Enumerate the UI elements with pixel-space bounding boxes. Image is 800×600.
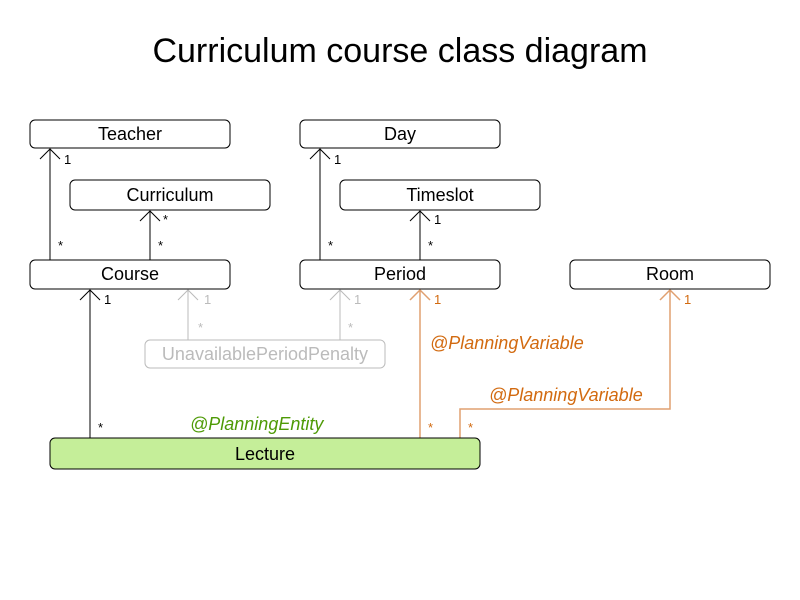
multiplicity: * [428,420,433,435]
class-room: Room [569,259,771,290]
multiplicity: 1 [334,152,341,167]
association-penalty-course: * 1 [177,289,211,340]
class-timeslot: Timeslot [339,179,541,211]
multiplicity: * [158,238,163,253]
class-name: Period [374,264,426,284]
class-period: Period [299,259,501,290]
multiplicity: 1 [204,292,211,307]
planning-variable-annotation: @PlanningVariable [489,385,643,405]
class-day: Day [299,119,501,149]
class-name: Room [646,264,694,284]
multiplicity: * [328,238,333,253]
planning-variable-period: * 1 @PlanningVariable [409,288,584,438]
class-name: UnavailablePeriodPenalty [162,344,368,364]
multiplicity: * [468,420,473,435]
planning-variable-annotation: @PlanningVariable [430,333,584,353]
class-name: Course [101,264,159,284]
multiplicity: 1 [104,292,111,307]
class-name: Curriculum [126,185,213,205]
class-name: Teacher [98,124,162,144]
multiplicity: * [198,320,203,335]
multiplicity: * [98,420,103,435]
multiplicity: 1 [434,292,441,307]
multiplicity: * [348,320,353,335]
multiplicity: 1 [434,212,441,227]
multiplicity: * [163,212,168,227]
association-course-teacher: * 1 [39,148,71,260]
multiplicity: 1 [684,292,691,307]
class-teacher: Teacher [29,119,231,149]
multiplicity: 1 [64,152,71,167]
planning-variable-room: * 1 @PlanningVariable [459,288,691,438]
multiplicity: * [58,238,63,253]
planning-entity-annotation: @PlanningEntity [190,414,324,434]
multiplicity: * [428,238,433,253]
class-course: Course [29,259,231,290]
class-unavailable-period-penalty: UnavailablePeriodPenalty [144,339,386,369]
class-name: Lecture [235,444,295,464]
association-penalty-period: * 1 [329,289,361,340]
association-period-timeslot: * 1 [409,210,441,260]
association-period-day: * 1 [309,148,341,260]
class-name: Day [384,124,416,144]
class-name: Timeslot [406,185,473,205]
class-curriculum: Curriculum [69,179,271,211]
multiplicity: 1 [354,292,361,307]
class-lecture: Lecture [49,437,481,470]
diagram-title: Curriculum course class diagram [152,32,647,70]
association-lecture-course: * 1 [79,289,111,438]
association-course-curriculum: * * [139,210,168,260]
